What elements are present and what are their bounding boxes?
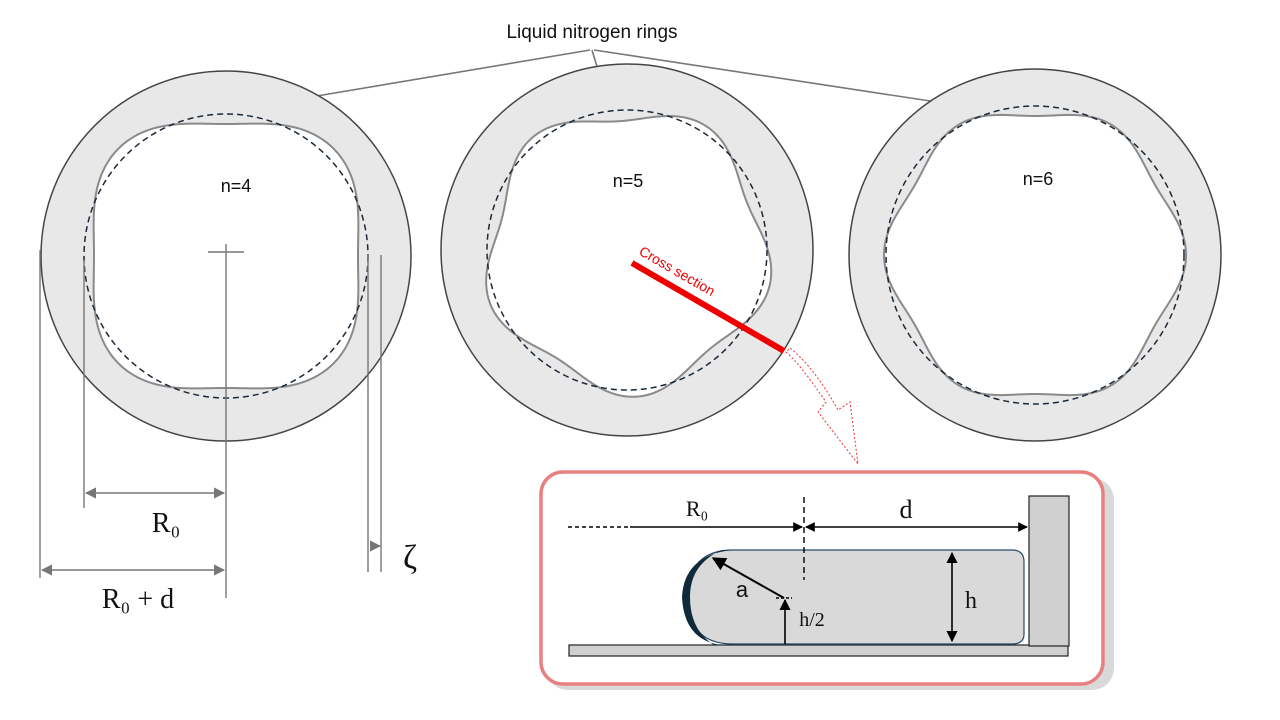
inset-label-a: a — [736, 577, 749, 602]
unperturbed-circle-n6 — [885, 105, 1185, 405]
outer-wall — [1028, 495, 1070, 647]
cross-section-callout-arrow — [785, 347, 859, 466]
cross-section-line — [630, 260, 786, 354]
perturbed-interface-n5 — [485, 115, 773, 398]
inset-label-r0: R₀ — [686, 496, 708, 521]
ring-n6: n=6 — [848, 68, 1222, 442]
dimension-label-r0-plus-d: R₀ + d — [102, 584, 174, 615]
inset-label-d: d — [900, 495, 913, 524]
ring-label-n6: n=6 — [1023, 169, 1054, 189]
unperturbed-circle-n5 — [486, 109, 768, 391]
liquid-leading-edge — [682, 550, 731, 645]
ring-n5: n=5 — [440, 63, 814, 437]
dimension-lines-n4 — [39, 244, 382, 598]
ring-label-n4: n=4 — [221, 176, 252, 196]
ring-label-n5: n=5 — [613, 171, 644, 191]
dimension-label-r0: R₀ — [152, 508, 180, 539]
a-arrow — [711, 557, 785, 599]
inset-label-h: h — [965, 588, 977, 614]
inset-label-h-half: h/2 — [799, 609, 825, 631]
base-plate — [568, 644, 1069, 657]
dimension-label-zeta: ζ — [403, 539, 417, 576]
perturbed-interface-n6 — [882, 113, 1188, 397]
diagram-title: Liquid nitrogen rings — [506, 22, 677, 43]
cross-section-inset: R₀ d a h/2 h — [539, 470, 1114, 690]
